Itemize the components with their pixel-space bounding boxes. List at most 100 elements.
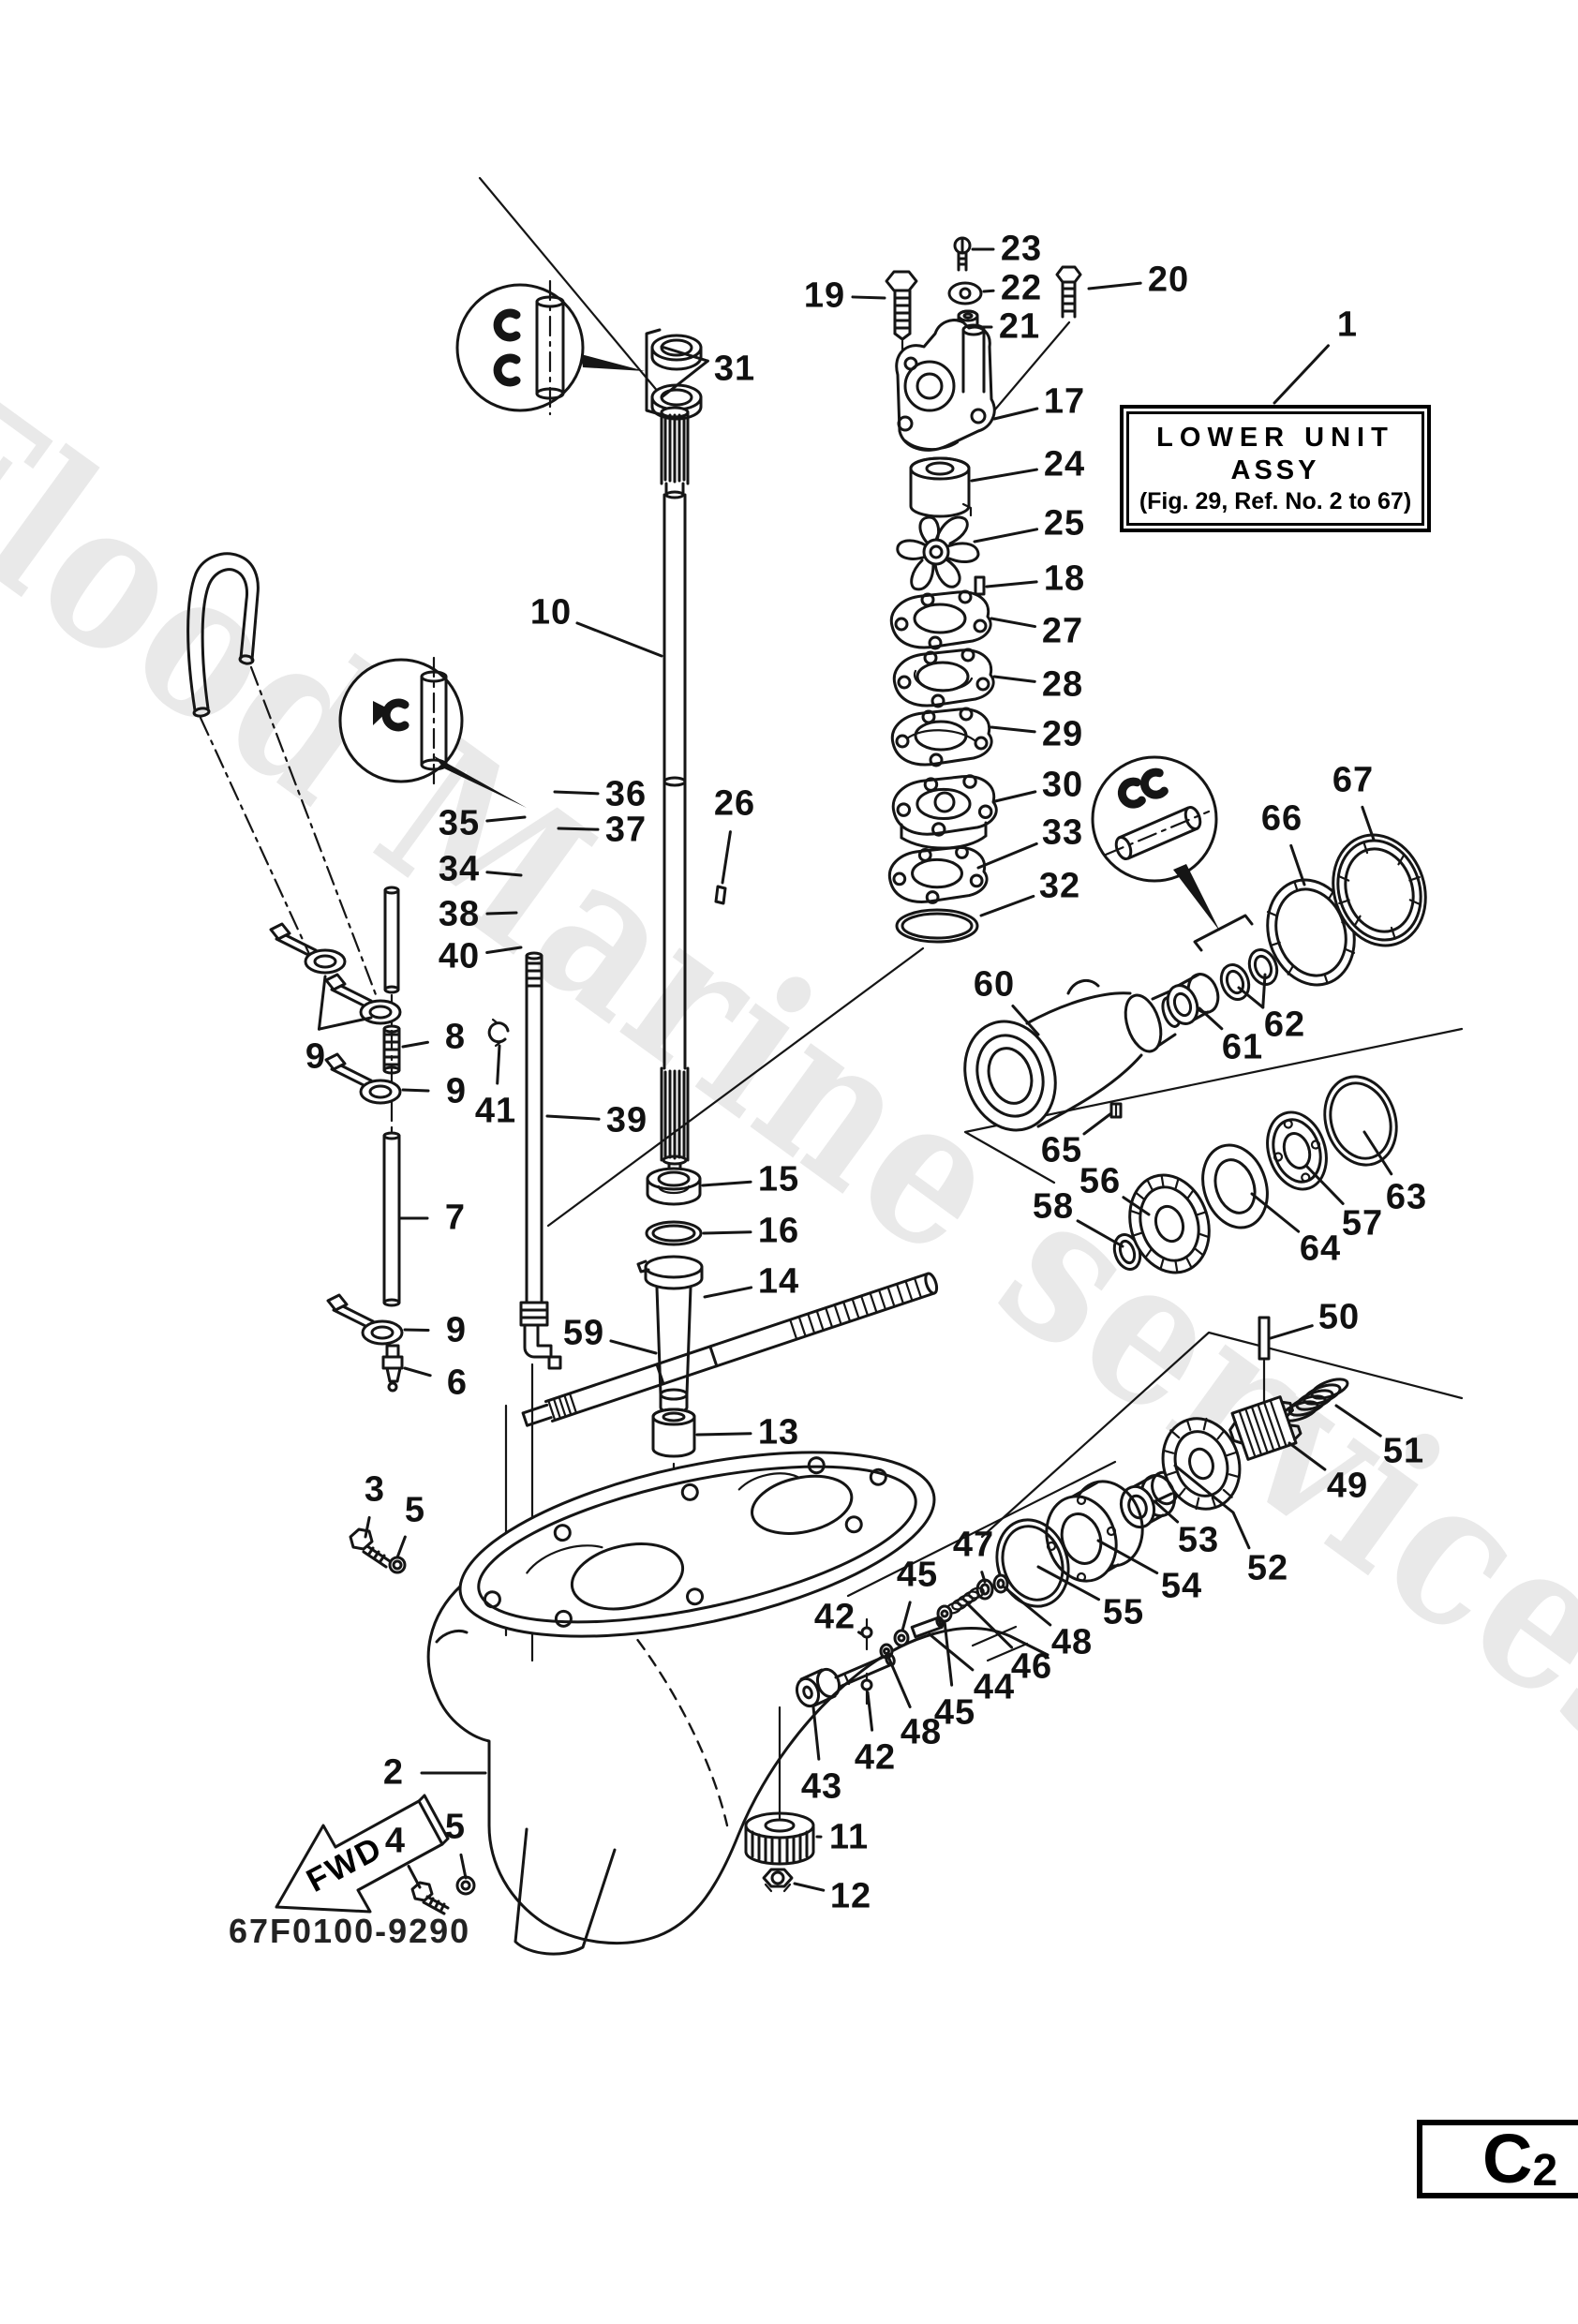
leader-line-35	[487, 817, 525, 821]
callout-24: 24	[1043, 444, 1086, 484]
callout-3: 3	[364, 1469, 386, 1510]
callout-53: 53	[1177, 1520, 1220, 1560]
leader-line-30	[995, 792, 1035, 801]
leader-line-56	[1124, 1198, 1149, 1214]
callout-34: 34	[438, 849, 481, 889]
leader-line-19	[853, 297, 885, 298]
leader-line-50	[1271, 1326, 1312, 1338]
assy-box-line3: (Fig. 29, Ref. No. 2 to 67)	[1139, 487, 1412, 514]
leader-line-47	[982, 1572, 985, 1582]
part-bushing-13	[653, 1409, 694, 1456]
leader-line-46	[968, 1604, 1012, 1647]
callout-30: 30	[1041, 765, 1084, 805]
leader-line-53	[1154, 1501, 1178, 1522]
leader-line-27	[991, 618, 1035, 627]
leader-line-5	[461, 1855, 466, 1878]
page-code-letter: C	[1482, 2120, 1533, 2197]
leader-line-22	[984, 290, 993, 291]
callout-26: 26	[713, 783, 756, 824]
part-washer-5b	[457, 1877, 474, 1894]
part-pinion-nut-12	[764, 1870, 792, 1891]
callout-7: 7	[444, 1198, 467, 1238]
callout-45: 45	[896, 1555, 939, 1595]
leader-line-43	[813, 1707, 819, 1759]
part-bearing-54	[1036, 1472, 1154, 1590]
leader-line-57	[1306, 1166, 1343, 1203]
part-bearing-carrier-60	[951, 980, 1183, 1141]
part-oring-16	[647, 1222, 701, 1244]
part-wear-plate-28	[892, 648, 995, 708]
assy-box-line2: ASSY	[1230, 454, 1320, 485]
part-bushing-61	[1163, 970, 1224, 1028]
part-bolt-4	[412, 1883, 448, 1914]
leader-line-38	[487, 913, 516, 914]
assy-box-line1: LOWER UNIT	[1156, 422, 1394, 453]
part-water-pickup-tube	[188, 554, 259, 717]
leader-line-61	[1199, 1008, 1222, 1029]
callout-59: 59	[562, 1313, 605, 1353]
callout-49: 49	[1326, 1466, 1369, 1506]
leader-line-1	[1274, 346, 1328, 403]
inset-seal-orientation-3	[1093, 757, 1220, 931]
part-bolt-3	[350, 1529, 390, 1567]
callout-8: 8	[444, 1017, 467, 1057]
part-pinion-gear-11	[746, 1707, 813, 1864]
part-gasket-33	[887, 845, 989, 904]
callout-15: 15	[757, 1159, 800, 1199]
part-spring-51	[1279, 1376, 1349, 1425]
callout-42: 42	[813, 1597, 856, 1637]
leader-line-12	[795, 1884, 824, 1890]
callout-10: 10	[529, 592, 573, 633]
leader-line-64	[1252, 1194, 1299, 1231]
callout-29: 29	[1041, 714, 1084, 754]
leader-line-55	[1038, 1567, 1099, 1600]
leader-line-26	[722, 832, 730, 883]
leader-line-48	[888, 1657, 910, 1706]
leader-line-42	[868, 1692, 872, 1730]
part-clutch-dog-49	[1225, 1394, 1303, 1462]
leader-line-41	[498, 1046, 499, 1083]
callout-43: 43	[800, 1766, 843, 1807]
leader-line-8	[403, 1042, 427, 1047]
callout-4: 4	[384, 1821, 407, 1861]
callout-9: 9	[445, 1310, 468, 1350]
callout-2: 2	[382, 1752, 405, 1793]
part-ring-nut-67	[1319, 823, 1439, 958]
callout-28: 28	[1041, 664, 1084, 705]
callout-19: 19	[803, 276, 846, 316]
leader-line-9	[403, 1090, 428, 1091]
part-oring-55	[986, 1511, 1079, 1616]
callout-48: 48	[1050, 1622, 1094, 1662]
callout-66: 66	[1260, 798, 1303, 839]
part-forward-gear-56	[1118, 1165, 1222, 1283]
leader-line-15	[703, 1182, 751, 1185]
callout-20: 20	[1147, 260, 1190, 300]
leader-line-17	[994, 409, 1037, 419]
callout-57: 57	[1341, 1203, 1384, 1244]
part-stud-8	[384, 1026, 399, 1073]
part-propeller-shaft-59	[522, 1273, 939, 1429]
leader-line-18	[987, 582, 1036, 587]
callout-51: 51	[1382, 1431, 1425, 1471]
leader-line-31	[662, 347, 707, 361]
callout-9: 9	[445, 1071, 468, 1111]
callout-35: 35	[438, 803, 481, 843]
leader-line-39	[547, 1116, 599, 1119]
leader-line-16	[704, 1232, 751, 1233]
leader-line-14	[705, 1288, 752, 1297]
callout-11: 11	[828, 1817, 870, 1857]
part-bearing-15	[648, 1169, 700, 1204]
callout-37: 37	[604, 810, 648, 850]
part-water-tube-7	[384, 887, 399, 1305]
part-oil-seals-31	[647, 330, 701, 419]
part-gear-housing-deck	[444, 1417, 950, 1672]
callout-13: 13	[757, 1412, 800, 1452]
part-impeller-cup-24	[911, 458, 971, 516]
part-grease-nipple-6	[383, 1346, 402, 1391]
leader-line-45	[902, 1602, 910, 1631]
part-shift-rod-39	[521, 953, 560, 1368]
leader-line-66	[1291, 845, 1304, 885]
callout-64: 64	[1299, 1229, 1342, 1269]
drawing-number: 67F0100-9290	[229, 1912, 471, 1950]
